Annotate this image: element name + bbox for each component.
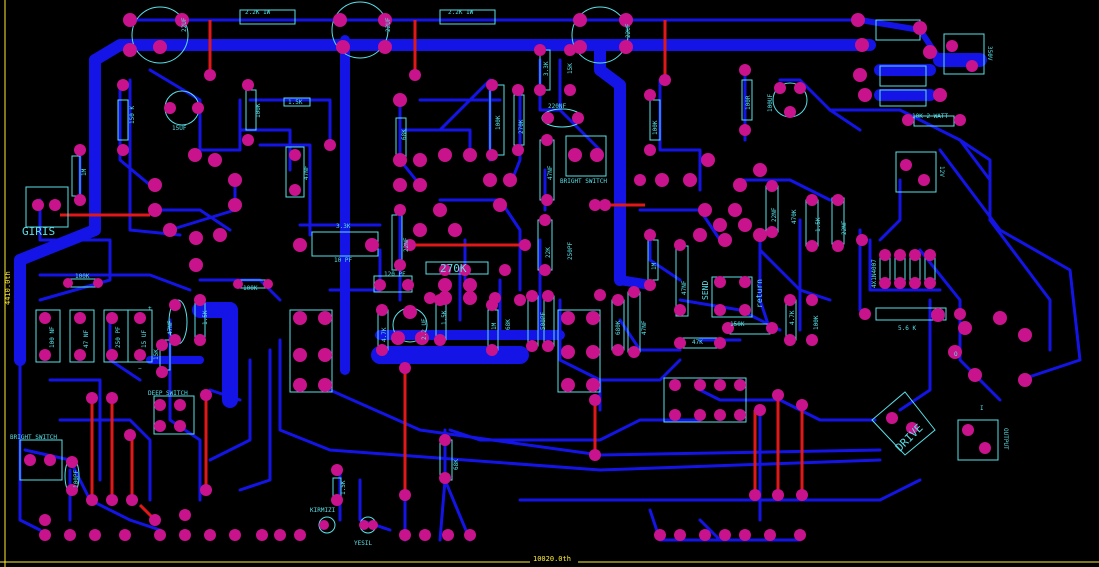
label-r-270k-b: 270K [518, 119, 525, 134]
label-c-47nf-b: 47NF [547, 165, 554, 180]
label-c-120pf: 120 PF [384, 271, 406, 278]
label-output: OUTPUT [1002, 428, 1009, 450]
label-r-3k3-b: 3.3K [543, 61, 550, 76]
label-r-10k-2w: 10K 2 WATT [912, 113, 949, 120]
label-c-22nf: 22NF [403, 237, 410, 252]
label-r-150k-b: 150K [730, 321, 745, 328]
label-return: return [755, 279, 764, 308]
label-diodes: 4X1N4007 [871, 259, 878, 288]
label-c-15uf: 15UF [172, 125, 187, 132]
label-350v: 350V [986, 46, 993, 61]
label-r-1k5-d: 1.5K [441, 310, 448, 325]
label-r-1k5-c: 1.5K [340, 480, 347, 495]
label-c-15uf-b: 15 UF [141, 330, 148, 348]
label-send: SEND [701, 281, 710, 300]
label-r-100k-b: 100K [495, 115, 502, 130]
label-c-22uf-1: 22UF [181, 17, 188, 32]
label-r-1m: 1M [81, 168, 88, 176]
label-pad-marker-i: I [980, 405, 984, 412]
dimension-height-label: 4410.0th [4, 271, 12, 305]
label-r-4k7-b: 4.7K [789, 310, 796, 325]
label-c-2uf: 2.2 UF [421, 318, 428, 340]
label-r-470k: 470K [791, 209, 798, 224]
label-r-15k-b: 15K [153, 349, 160, 360]
label-r-68k-b: 68K [505, 319, 512, 330]
label-polarity-minus: − [138, 365, 142, 372]
label-r-2k2-right: 2.2K 1W [448, 9, 474, 16]
label-r-68k-c: 68K [453, 459, 460, 470]
label-c-220nf: 220NF [548, 103, 566, 110]
label-r-1k5-a: 1.5K [288, 99, 303, 106]
label-r-1k5-b: 1.5K [202, 310, 209, 325]
label-r-270k: 270K [440, 262, 467, 275]
label-bright-switch-left: BRIGHT SWITCH [10, 434, 57, 441]
label-r-15k-a: 15K [567, 63, 574, 74]
label-r-4k7-a: 4.7K [381, 327, 388, 342]
solder-pads [24, 13, 1032, 541]
label-c-47nf-f: 47NF [641, 320, 648, 335]
label-polarity-plus: + [148, 305, 152, 312]
label-c-47nf-d: 47NF [167, 320, 174, 335]
label-c-47nf-c: 47 NF [83, 330, 90, 348]
label-r-100k-d: 100K [243, 285, 258, 292]
label-c-10pf: 10 PF [334, 257, 352, 264]
label-r-150k: 150 K [129, 106, 136, 124]
label-c-250pf-b: 250 PF [115, 326, 122, 348]
label-r-1m-b: 1M [491, 322, 498, 330]
label-c-100nf: 100 NF [49, 326, 56, 348]
label-c-100pf: 100PF [73, 470, 80, 488]
label-r-100k-e: 100K [652, 120, 659, 135]
label-c-100uf: 100UF [767, 94, 774, 112]
label-yesil: YESIL [354, 540, 372, 547]
label-r-1m-c: 1M [651, 262, 658, 270]
label-r-2k2-left: 2.2K 1W [245, 9, 271, 16]
label-r-5k6: 5.6 K [898, 325, 916, 332]
label-r-68k: 68K [401, 129, 408, 140]
label-r-1k5-e: 1.5K [815, 217, 822, 232]
label-bright-switch-top: BRIGHT SWITCH [560, 178, 607, 185]
label-12v: 12V [938, 166, 945, 177]
label-c-22uf-2: 22UF [385, 17, 392, 32]
label-r-3k3: 3.3K [336, 223, 351, 230]
label-c-22uf-3: 22UF [625, 23, 632, 38]
label-deep-switch: DEEP SWITCH [148, 390, 188, 397]
label-r-100k-c: 100K [75, 273, 90, 280]
label-pad-marker-o: O [954, 351, 958, 358]
label-r-100ohm: 100R [745, 95, 752, 110]
label-c-22nf-c: 22NF [841, 220, 848, 235]
label-r-100k-a: 100K [255, 103, 262, 118]
label-c-250pf: 250PF [567, 242, 574, 260]
label-kirmizi: KIRMIZI [310, 507, 336, 514]
label-r-100k-f: 100K [813, 315, 820, 330]
dimension-width-label: 10020.0th [533, 555, 571, 563]
label-c-22nf-b: 22NF [771, 207, 778, 222]
label-c-47nf-e: 47NF [681, 280, 688, 295]
label-r-680k: 680K [615, 320, 622, 335]
label-c-500pf: 500PF [540, 312, 547, 330]
label-r-47k: 47K [692, 339, 703, 346]
label-r-22k: 22K [545, 247, 552, 258]
signal-traces [18, 58, 1082, 542]
label-giris: GIRIS [22, 225, 55, 238]
label-c-47nf-a: 47NF [303, 165, 310, 180]
jumper-wires [60, 20, 804, 522]
